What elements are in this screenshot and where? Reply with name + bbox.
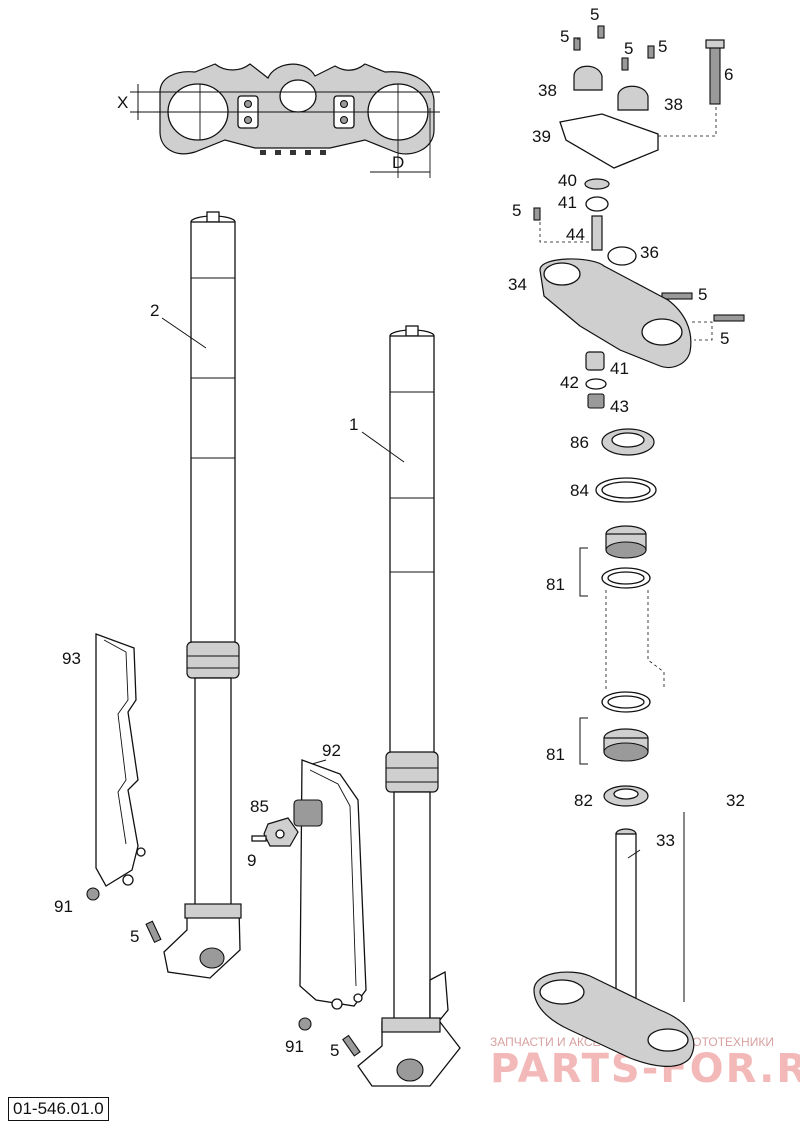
dimension-x-label: X — [117, 93, 128, 112]
callout-38-left: 38 — [538, 81, 557, 100]
fork-leg-1 — [357, 325, 461, 1087]
callout-44: 44 — [566, 225, 585, 244]
callout-9: 9 — [247, 851, 256, 870]
callout-36: 36 — [640, 243, 659, 262]
fork-guard-92 — [293, 759, 367, 1010]
fork-leg-2 — [163, 211, 242, 979]
callout-33: 33 — [656, 831, 675, 850]
callout-32: 32 — [726, 791, 745, 810]
top-clamp-detail: X D — [117, 63, 440, 178]
bolts-5 — [145, 25, 745, 1057]
callout-40: 40 — [558, 171, 577, 190]
upper-triple-clamp-34 — [539, 246, 713, 369]
callout-91-left: 91 — [54, 897, 73, 916]
callout-92: 92 — [322, 741, 341, 760]
callout-38-right: 38 — [664, 95, 683, 114]
fork-guard-93 — [95, 633, 146, 887]
callout-91-center: 91 — [285, 1037, 304, 1056]
callout-81-lower: 81 — [546, 745, 565, 764]
callout-39: 39 — [532, 127, 551, 146]
callout-5-clamp-lower: 5 — [720, 329, 729, 348]
callout-34: 34 — [508, 275, 527, 294]
callout-5-top: 5 — [590, 5, 599, 24]
callout-5-clamp-upper: 5 — [698, 285, 707, 304]
callout-5-top-left: 5 — [560, 27, 569, 46]
callout-93: 93 — [62, 649, 81, 668]
callout-5-bushing: 5 — [512, 201, 521, 220]
callout-82: 82 — [574, 791, 593, 810]
callout-42: 42 — [560, 373, 579, 392]
callout-86: 86 — [570, 433, 589, 452]
callout-81-upper: 81 — [546, 575, 565, 594]
callout-2: 2 — [150, 301, 159, 320]
bearings-81-82 — [579, 525, 665, 807]
callout-labels: 2 1 93 92 85 9 91 5 91 5 5 5 5 5 6 38 38… — [54, 5, 745, 1060]
callout-6: 6 — [724, 65, 733, 84]
callout-43: 43 — [610, 397, 629, 416]
clamp-85 — [251, 817, 299, 847]
dimension-d-label: D — [392, 153, 404, 172]
callout-1: 1 — [349, 415, 358, 434]
callout-5-left: 5 — [130, 927, 139, 946]
nuts-91 — [86, 887, 312, 1031]
callout-84: 84 — [570, 481, 589, 500]
handlebar-clamp-assembly — [559, 39, 725, 169]
callout-5-top-mid: 5 — [624, 39, 633, 58]
callout-5-top-right: 5 — [658, 37, 667, 56]
callout-41-lower: 41 — [610, 359, 629, 378]
leader-lines — [161, 38, 641, 859]
lower-triple-clamp-stem-32 — [533, 812, 695, 1067]
callout-85: 85 — [250, 797, 269, 816]
callout-41-upper: 41 — [558, 193, 577, 212]
bushings-40-41-44 — [539, 178, 610, 251]
callout-5-center: 5 — [330, 1041, 339, 1060]
nut-41-42-43 — [585, 351, 607, 409]
drawing-number: 01-546.01.0 — [8, 1097, 109, 1121]
seals-86-84 — [595, 428, 657, 503]
watermark: ЗАПЧАСТИ И АКСЕССУАРЫ ДЛЯ МОТОТЕХНИКИ PA… — [490, 1035, 800, 1092]
